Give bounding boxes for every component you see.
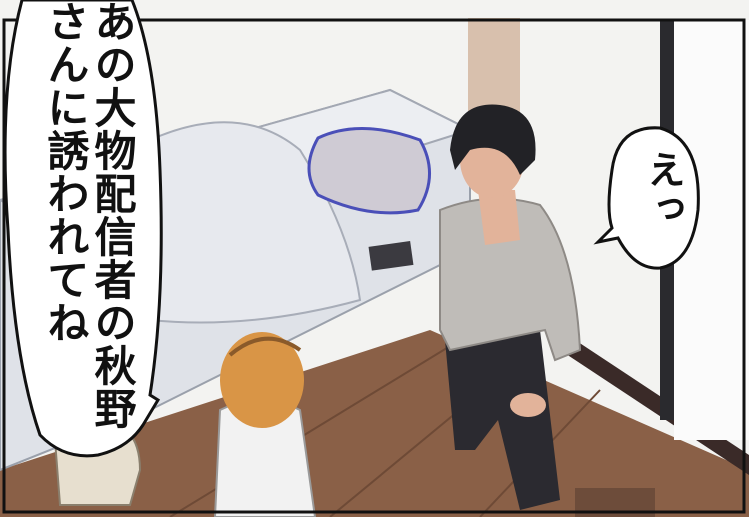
man-hair: [450, 104, 536, 175]
wooden-floor: [0, 330, 749, 517]
pillow: [307, 126, 431, 215]
man-pants: [445, 330, 560, 510]
speech-text-right: えっ: [641, 150, 685, 228]
speech-balloon-right: [593, 126, 700, 270]
woman-head: [220, 332, 304, 428]
speech-text-left: あの大物配信者の秋野さんに誘われてね: [40, 0, 137, 430]
speech-balloon-left: [3, 0, 163, 458]
phone: [368, 241, 414, 271]
